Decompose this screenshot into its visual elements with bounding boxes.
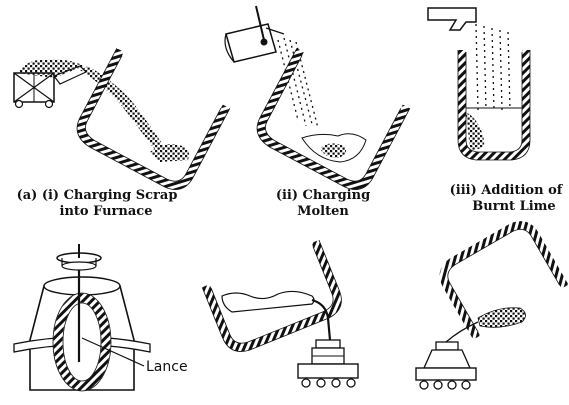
converter-vessel-upright <box>457 50 531 161</box>
panel-addition-of-lime <box>427 7 531 161</box>
vessel-lining <box>53 293 111 391</box>
scrap-charge <box>150 144 190 162</box>
caption-addition-of-lime-line2: Burnt Lime <box>472 199 556 214</box>
caption-addition-of-lime-line1: (iii) Addition of <box>449 183 563 198</box>
lime-chute <box>427 7 477 31</box>
caption-charging-molten-line2: Molten <box>297 204 349 219</box>
panel-charging-scrap <box>13 48 231 190</box>
converter-vessel-tilted-2 <box>256 48 411 190</box>
caption-charging-scrap-line2: into Furnace <box>59 204 153 219</box>
lime-stream <box>475 23 511 111</box>
caption-charging-molten-line1: (ii) Charging <box>275 188 371 203</box>
panel-oxygen-lance <box>13 244 151 392</box>
panel-charging-molten <box>224 5 411 190</box>
converter-vessel-inverted <box>439 221 569 340</box>
scrap-stream <box>80 66 165 150</box>
converter-vessel-tapping <box>201 239 342 352</box>
converter-vessel-tilted <box>76 48 231 190</box>
caption-charging-scrap: (a) (i) Charging Scrap into Furnace <box>12 188 182 220</box>
caption-charging-molten: (ii) Charging Molten <box>268 188 378 220</box>
slag-mass <box>477 307 526 328</box>
scrap-charging-box <box>13 59 88 109</box>
molten-metal-surface <box>221 290 315 313</box>
ladle <box>224 5 285 63</box>
caption-addition-of-lime: (iii) Addition of Burnt Lime <box>446 183 566 215</box>
slag-pot-car <box>415 341 477 390</box>
lance-head <box>56 244 102 271</box>
panel-slag-removal <box>415 221 569 390</box>
caption-charging-scrap-line1: (a) (i) Charging Scrap <box>16 188 178 203</box>
molten-stream <box>277 37 319 129</box>
lance-label: Lance <box>146 359 188 375</box>
tap-stream <box>311 298 332 341</box>
ladle-car <box>297 339 359 388</box>
lance-leader-line <box>81 337 145 367</box>
panel-tapping <box>201 239 359 388</box>
